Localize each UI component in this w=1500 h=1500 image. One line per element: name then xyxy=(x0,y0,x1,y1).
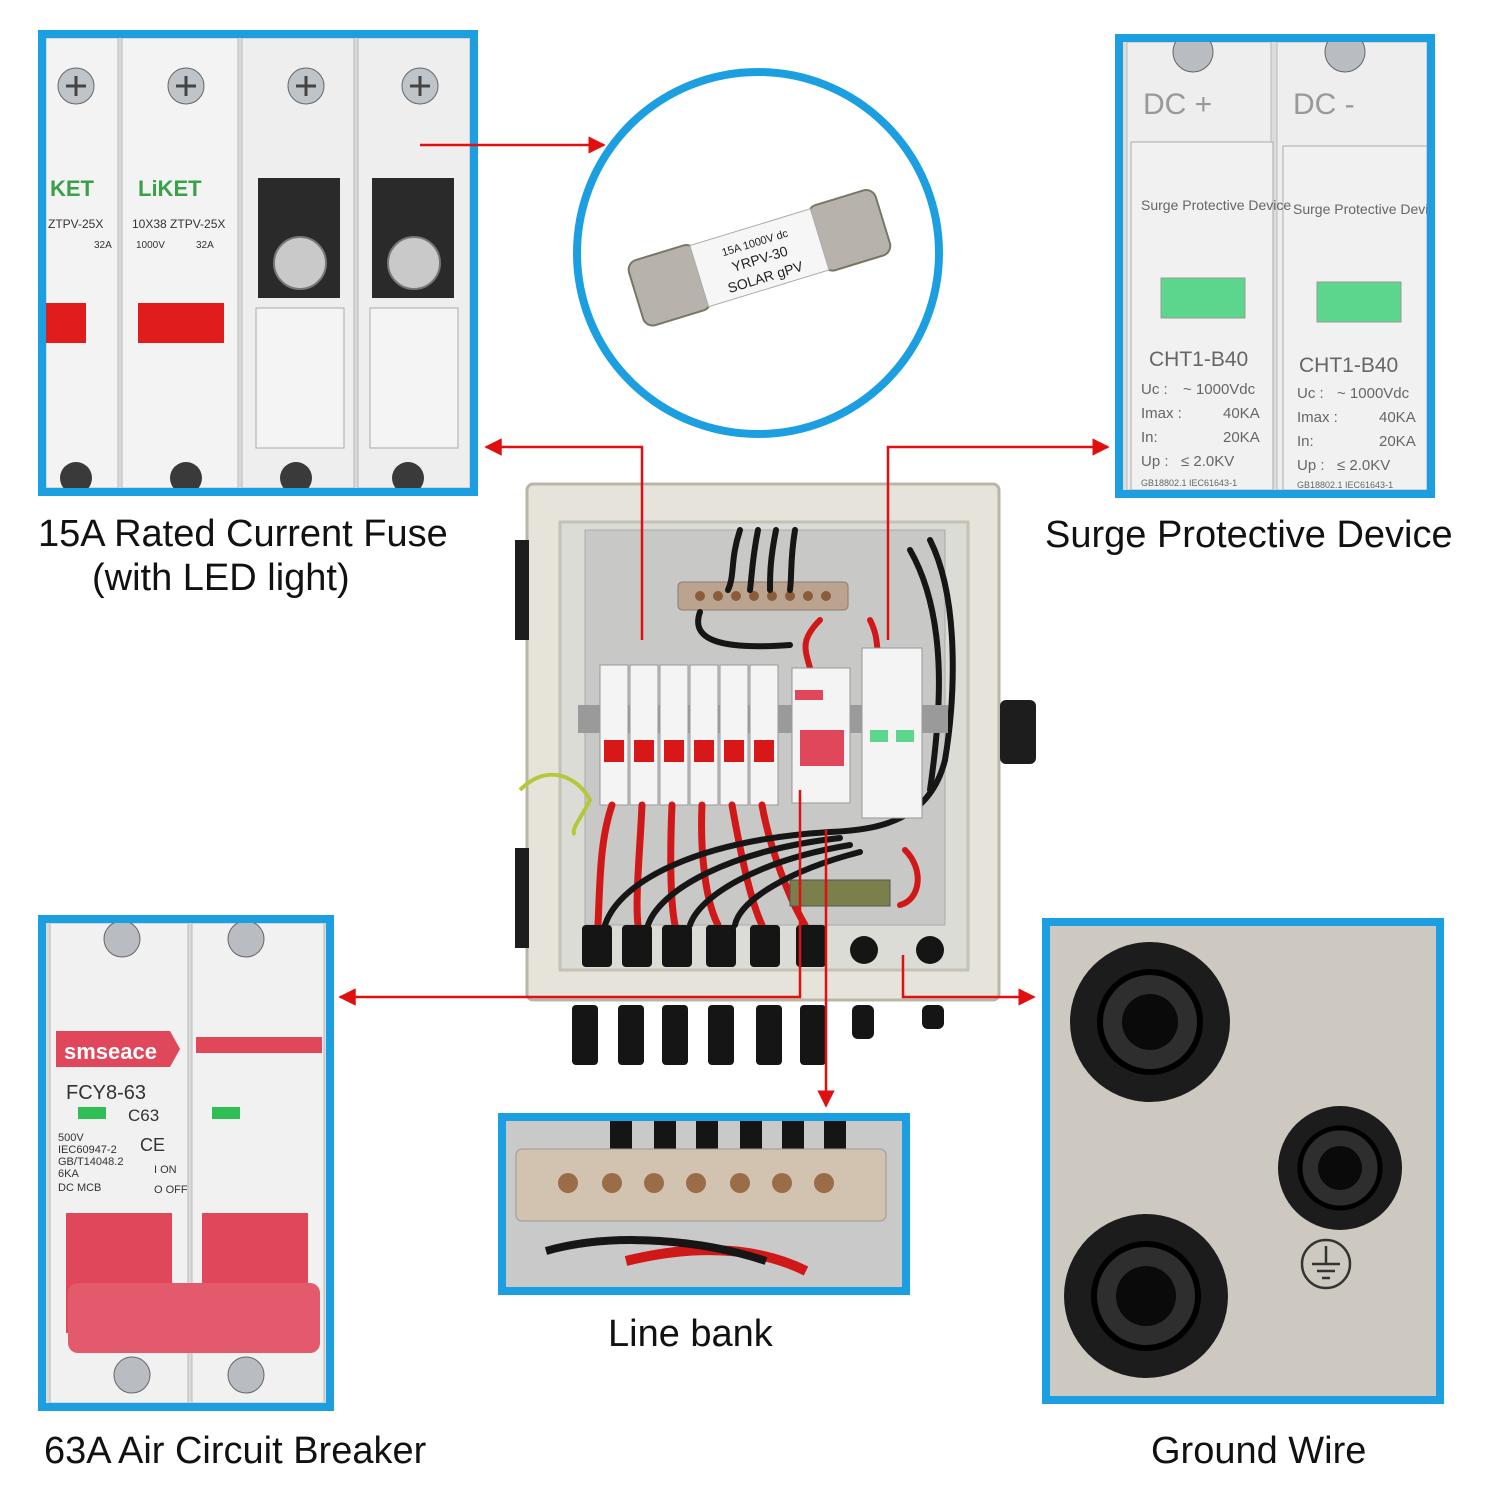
svg-text:40KA: 40KA xyxy=(1379,409,1416,426)
current-label: 32A xyxy=(196,240,214,251)
svg-text:I ON: I ON xyxy=(154,1164,177,1176)
caption-breaker: 63A Air Circuit Breaker xyxy=(44,1430,427,1472)
fuse-cartridge-circle: 15A 1000V dc YRPV-30 SOLAR gPV xyxy=(573,68,943,438)
fuse-holder-row xyxy=(599,664,779,806)
cable-gland-icon xyxy=(1278,1106,1402,1230)
svg-text:Up :: Up : xyxy=(1297,457,1325,474)
breaker-brand: smseace xyxy=(64,1039,157,1064)
spd-model-left: CHT1-B40 xyxy=(1149,348,1248,371)
brand-partial: KET xyxy=(50,176,95,201)
svg-text:Imax :: Imax : xyxy=(1297,409,1338,426)
fuse-holder-closeup: KET LiKET ZTPV-25X 10X38 ZTPV-25X 1000V … xyxy=(46,38,470,488)
hinge-top xyxy=(515,540,529,640)
cable-gland-icon xyxy=(1064,1214,1228,1378)
caption-ground: Ground Wire xyxy=(1151,1430,1367,1472)
spd-title-right: Surge Protective Device xyxy=(1293,201,1427,217)
svg-text:20KA: 20KA xyxy=(1223,429,1260,446)
svg-text:In:: In: xyxy=(1297,433,1314,450)
line-bank-closeup xyxy=(506,1121,902,1287)
spd-closeup: DC + DC - Surge Protective Device Surge … xyxy=(1123,42,1427,490)
fuse-detail-frame: KET LiKET ZTPV-25X 10X38 ZTPV-25X 1000V … xyxy=(38,30,478,496)
pole-left: DC + xyxy=(1143,88,1212,121)
model-partial: ZTPV-25X xyxy=(48,217,103,231)
fuse-icon: 15A 1000V dc YRPV-30 SOLAR gPV xyxy=(627,189,892,327)
ground-bar xyxy=(789,879,891,907)
caption-line-bank: Line bank xyxy=(608,1313,773,1355)
svg-text:~ 1000Vdc: ~ 1000Vdc xyxy=(1337,385,1410,402)
ground-detail-frame xyxy=(1042,918,1444,1404)
breaker-closeup: smseace FCY8-63 C63 500V IEC60947-2 GB/T… xyxy=(46,923,326,1403)
svg-text:≤ 2.0KV: ≤ 2.0KV xyxy=(1337,457,1390,474)
svg-text:O OFF: O OFF xyxy=(154,1184,188,1196)
svg-text:6KA: 6KA xyxy=(58,1168,79,1180)
caption-fuse-line2: (with LED light) xyxy=(92,557,350,599)
breaker-rating: C63 xyxy=(128,1106,159,1125)
top-line-bank xyxy=(677,581,849,611)
latch xyxy=(1000,700,1036,764)
hinge-bottom xyxy=(515,848,529,948)
svg-text:40KA: 40KA xyxy=(1223,405,1260,422)
svg-text:Up :: Up : xyxy=(1141,453,1169,470)
svg-text:GB/T14048.2: GB/T14048.2 xyxy=(58,1156,123,1168)
breaker-detail-frame: smseace FCY8-63 C63 500V IEC60947-2 GB/T… xyxy=(38,915,334,1411)
screw-icon xyxy=(103,923,265,1394)
spd-title-left: Surge Protective Device xyxy=(1141,197,1291,213)
svg-text:In:: In: xyxy=(1141,429,1158,446)
spd-detail-frame: DC + DC - Surge Protective Device Surge … xyxy=(1115,34,1435,498)
ground-closeup xyxy=(1050,926,1436,1396)
svg-text:GB18802.1 IEC61643-1: GB18802.1 IEC61643-1 xyxy=(1297,480,1393,490)
breaker-model: FCY8-63 xyxy=(66,1082,146,1104)
spd-model-right: CHT1-B40 xyxy=(1299,354,1398,377)
svg-text:≤ 2.0KV: ≤ 2.0KV xyxy=(1181,453,1234,470)
svg-text:Imax :: Imax : xyxy=(1141,405,1182,422)
svg-text:20KA: 20KA xyxy=(1379,433,1416,450)
caption-spd: Surge Protective Device xyxy=(1045,514,1453,556)
svg-text:GB18802.1 IEC61643-1: GB18802.1 IEC61643-1 xyxy=(1141,478,1237,488)
ground-symbol-icon xyxy=(1300,1238,1352,1290)
rating-label: 1000V xyxy=(136,240,165,251)
brand-label: LiKET xyxy=(138,176,202,201)
line-bank-detail-frame xyxy=(498,1113,910,1295)
screw-icon xyxy=(1172,42,1366,73)
current-partial: 32A xyxy=(94,240,112,251)
svg-text:Uc :: Uc : xyxy=(1297,385,1324,402)
svg-text:500V: 500V xyxy=(58,1132,84,1144)
svg-text:~ 1000Vdc: ~ 1000Vdc xyxy=(1183,381,1256,398)
cable-gland-icon xyxy=(1070,942,1230,1102)
caption-fuse-line1: 15A Rated Current Fuse xyxy=(38,513,448,555)
svg-text:CE: CE xyxy=(140,1135,165,1155)
screw-icon xyxy=(57,67,439,105)
svg-text:DC MCB: DC MCB xyxy=(58,1182,101,1194)
model-label: 10X38 ZTPV-25X xyxy=(132,217,225,231)
pole-right: DC - xyxy=(1293,88,1355,121)
svg-text:Uc :: Uc : xyxy=(1141,381,1168,398)
svg-text:IEC60947-2: IEC60947-2 xyxy=(58,1144,117,1156)
